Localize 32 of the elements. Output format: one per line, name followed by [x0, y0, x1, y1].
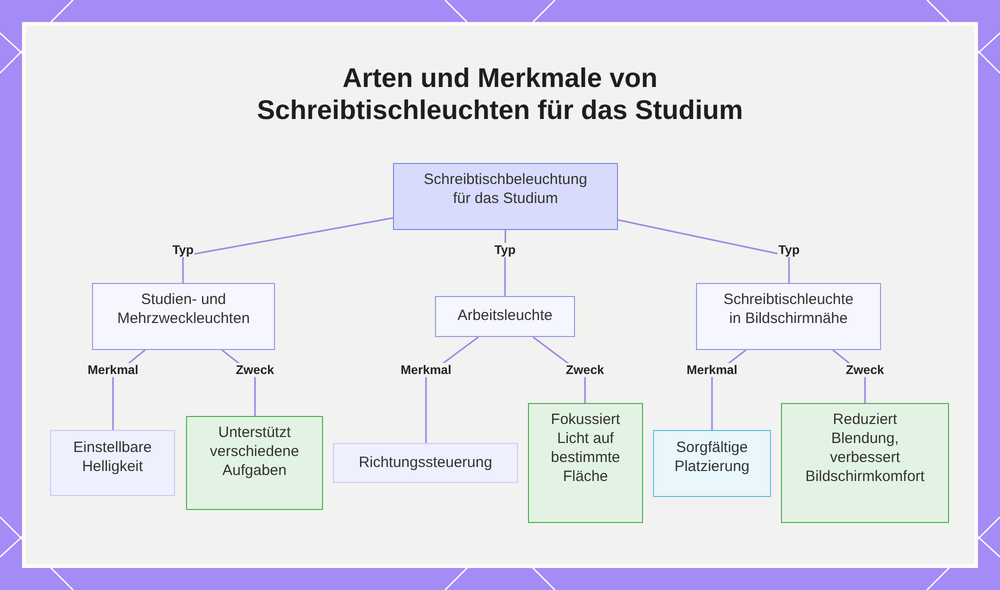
node-label: Sorgfältige Platzierung [673, 438, 751, 476]
edge-label: Typ [777, 243, 801, 257]
connector-line [618, 219, 790, 283]
category-box [696, 283, 881, 350]
feature-box [653, 430, 771, 497]
feature-box [333, 443, 518, 483]
purpose-box [186, 416, 323, 510]
edge-label: Zweck [234, 363, 276, 377]
node-label: Schreibtischleuchte in Bildschirmnähe [722, 290, 855, 328]
feature-box [50, 430, 175, 496]
topic-box [393, 163, 618, 230]
node-label: Studien- und Mehrzweckleuchten [116, 290, 251, 328]
edge-label: Typ [493, 243, 517, 257]
node-label: Arbeitsleuchte [456, 306, 554, 325]
edge-label: Typ [171, 243, 195, 257]
node-label: Richtungssteuerung [358, 453, 494, 472]
category-box [435, 296, 575, 337]
node-label: Fokussiert Licht auf bestimmte Fläche [550, 410, 622, 486]
node-label: Schreibtischbeleuchtung für das Studium [422, 170, 588, 208]
edge-label: Merkmal [400, 363, 452, 377]
purpose-box [781, 403, 949, 523]
purpose-box [528, 403, 643, 523]
category-box [92, 283, 275, 350]
edge-label: Merkmal [86, 363, 140, 377]
edge-label: Zweck [844, 363, 886, 377]
node-label: Einstellbare Helligkeit [72, 438, 153, 476]
node-label: Unterstützt verschiedene Aufgaben [208, 423, 300, 480]
title: Arten und Merkmale von Schreibtischleuchten für das Studium [256, 62, 744, 126]
edge-label: Zweck [564, 363, 606, 377]
edge-label: Merkmal [686, 363, 738, 377]
node-label: Reduziert Blendung, verbessert Bildschirmkomfort [804, 410, 926, 486]
connector-line [182, 217, 394, 283]
